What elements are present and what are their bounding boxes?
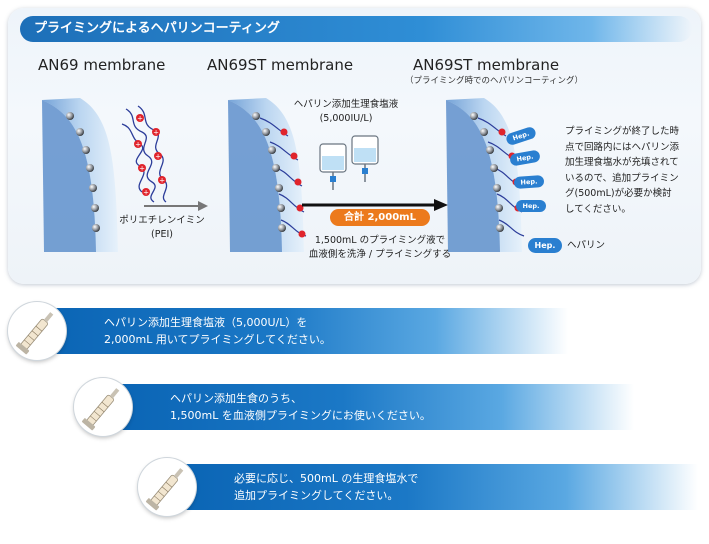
svg-text:+: +	[153, 129, 159, 137]
step-1-syringe-icon	[8, 302, 66, 360]
step-3-line2: 追加プライミングしてください。	[234, 489, 399, 502]
heparin-coating-panel: プライミングによるヘパリンコーティング	[8, 8, 701, 284]
step-2-bar: ヘパリン添加生食のうち、 1,500mL を血液側プライミングにお使いください。	[104, 384, 634, 430]
label-coated-subtitle: （プライミング時でのヘパリンコーティング）	[405, 76, 583, 86]
step-1-bar: ヘパリン添加生理食塩液（5,000U/L）を 2,000mL 用いてプライミング…	[38, 308, 568, 354]
pei-strands-illustration: + + + + + + +	[121, 105, 168, 203]
an69-membrane-illustration	[42, 98, 118, 252]
side-note-line2: 点で回路内にはヘパリン添	[565, 141, 680, 153]
heparin-legend-label: ヘパリン	[567, 240, 606, 251]
step-2-line1: ヘパリン添加生食のうち、	[170, 392, 302, 405]
panel-title: プライミングによるヘパリンコーティング	[20, 16, 692, 42]
arrow-right-icon	[144, 201, 208, 211]
side-note-line1: プライミングが終了した時	[565, 126, 680, 137]
step-3-line1: 必要に応じ、500mL の生理食塩水で	[234, 472, 419, 485]
label-an69st-membrane: AN69ST membrane	[207, 56, 354, 74]
svg-text:+: +	[137, 115, 143, 123]
side-note-line4: いるので、追加プライミン	[565, 172, 679, 184]
step-1-line2: 2,000mL 用いてプライミングしてください。	[104, 333, 331, 346]
step-2: ヘパリン添加生食のうち、 1,500mL を血液側プライミングにお使いください。	[74, 378, 634, 436]
an69st-coated-membrane-illustration: Hep. Hep. Hep. Hep.	[446, 98, 546, 252]
step-2-syringe-icon	[74, 378, 132, 436]
svg-text:+: +	[155, 153, 161, 161]
step-1-line1: ヘパリン添加生理食塩液（5,000U/L）を	[104, 316, 308, 329]
label-an69st-coated-membrane: AN69ST membrane	[413, 56, 560, 74]
saline-bags-icon	[319, 135, 379, 190]
hep-tag-4: Hep.	[523, 202, 540, 210]
saline-label-line1: ヘパリン添加生理食塩液	[293, 99, 399, 110]
step-2-line2: 1,500mL を血液側プライミングにお使いください。	[170, 409, 431, 422]
saline-label-line2: (5,000IU/L)	[319, 113, 373, 124]
pei-label-line2: (PEI)	[151, 229, 173, 240]
step-3: 必要に応じ、500mL の生理食塩水で 追加プライミングしてください。	[138, 458, 698, 516]
priming-arrow-icon	[302, 199, 448, 211]
wash-line1: 1,500mL のプライミング液で	[314, 235, 446, 246]
side-note-line3: 加生理食塩水が充填されて	[565, 157, 679, 168]
step-1: ヘパリン添加生理食塩液（5,000U/L）を 2,000mL 用いてプライミング…	[8, 302, 568, 360]
pei-label-line1: ポリエチレンイミン	[119, 215, 205, 226]
wash-line2: 血液側を洗浄 / プライミングする	[308, 249, 452, 260]
svg-text:+: +	[143, 189, 149, 197]
label-an69-membrane: AN69 membrane	[38, 56, 166, 74]
svg-text:+: +	[159, 177, 165, 185]
hep-tag-3: Hep.	[520, 177, 538, 186]
saline-label: ヘパリン添加生理食塩液 (5,000IU/L)	[286, 98, 406, 126]
total-volume-badge: 合計 2,000mL	[330, 209, 430, 226]
side-note: プライミングが終了した時 点で回路内にはヘパリン添 加生理食塩水が充填されて い…	[565, 124, 697, 217]
step-3-syringe-icon	[138, 458, 196, 516]
side-note-line5: グ(500mL)が必要か検討	[565, 188, 672, 199]
pei-label: ポリエチレンイミン (PEI)	[112, 214, 212, 242]
wash-description: 1,500mL のプライミング液で 血液側を洗浄 / プライミングする	[290, 234, 470, 262]
svg-text:+: +	[139, 165, 145, 173]
svg-text:+: +	[135, 141, 141, 149]
an69st-membrane-illustration	[228, 98, 307, 252]
heparin-legend-badge: Hep.	[528, 238, 562, 253]
hep-tag-2: Hep.	[516, 153, 534, 164]
side-note-line6: してください。	[565, 203, 631, 215]
step-3-bar: 必要に応じ、500mL の生理食塩水で 追加プライミングしてください。	[168, 464, 698, 510]
